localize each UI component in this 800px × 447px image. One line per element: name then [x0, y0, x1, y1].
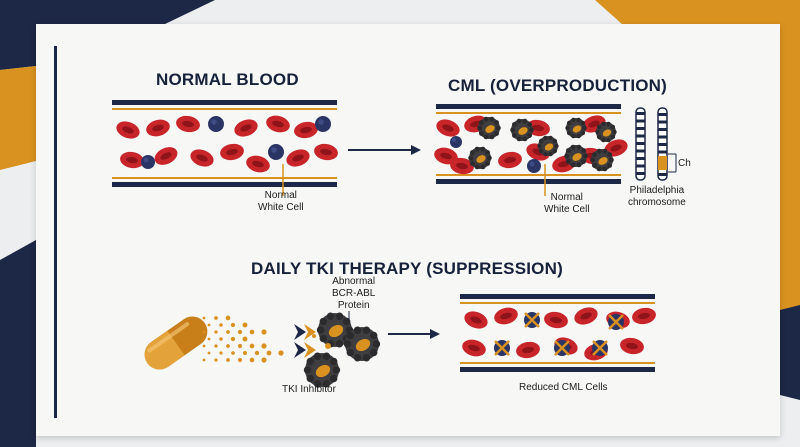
red-blood-cell	[620, 337, 644, 355]
suppressed-cml-cell	[494, 340, 510, 356]
cml-cell	[537, 135, 559, 157]
philadelphia-chromosome-icon	[635, 107, 677, 181]
bcr-abl-protein-label: Abnormal BCR-ABL Protein	[332, 276, 375, 312]
cml-label-line2: White Cell	[544, 204, 590, 215]
suppressed-cml-cell	[524, 312, 540, 328]
white-blood-cell	[450, 136, 462, 148]
red-blood-cell	[286, 149, 310, 167]
red-blood-cell	[574, 307, 598, 325]
normal-label-line1: Normal	[264, 190, 297, 201]
infographic-board: NORMAL BLOOD CML (OVERPRODUCTION) DAILY …	[36, 24, 780, 436]
red-blood-cell	[450, 157, 474, 175]
red-blood-cell	[120, 151, 144, 169]
cml-cell	[510, 118, 534, 142]
protein-label-line2: BCR-ABL	[332, 288, 376, 299]
red-blood-cell	[498, 151, 522, 169]
protein-label-line1: Abnormal	[332, 276, 376, 287]
cml-white-cell-label: Normal White Cell	[544, 192, 590, 216]
red-blood-cell	[220, 143, 244, 161]
red-blood-cell	[314, 143, 338, 161]
chromosome-label-line2: chromosome	[628, 197, 686, 208]
red-blood-cell	[544, 311, 568, 329]
red-blood-cell	[116, 121, 140, 139]
cml-label-line1: Normal	[550, 192, 583, 203]
red-blood-cell	[176, 115, 200, 133]
red-blood-cell	[294, 121, 318, 139]
drug-particles	[202, 315, 284, 363]
cml-cell	[477, 116, 501, 140]
red-blood-cell	[494, 307, 518, 325]
left-rule	[54, 46, 57, 418]
cml-cell	[468, 146, 492, 170]
red-blood-cell	[434, 147, 458, 165]
therapy-title: DAILY TKI THERAPY (SUPPRESSION)	[251, 259, 563, 278]
red-blood-cell	[436, 119, 460, 137]
bcr-abl-cells	[303, 312, 381, 388]
protein-label-line3: Protein	[337, 300, 370, 311]
white-blood-cell	[141, 155, 155, 169]
red-blood-cell	[246, 155, 270, 173]
normal-blood-vessel	[112, 100, 338, 187]
cml-cell	[343, 326, 381, 362]
philadelphia-chromosome-label: Philadelphia chromosome	[628, 185, 686, 209]
chromosome-tag: Ch	[678, 158, 691, 169]
red-blood-cell	[190, 149, 214, 167]
cml-cell	[564, 144, 588, 168]
red-blood-cell	[462, 339, 486, 357]
red-blood-cell	[632, 307, 656, 325]
suppressed-cml-cell	[608, 314, 624, 330]
diagram-canvas	[112, 100, 677, 388]
arrow-normal-to-cml	[348, 145, 421, 155]
cml-blood-vessel	[434, 104, 628, 184]
white-blood-cell	[208, 116, 224, 132]
chromosome-label-line1: Philadelphia	[629, 185, 685, 196]
red-blood-cell	[154, 147, 178, 165]
cml-cell	[316, 312, 354, 348]
red-blood-cell	[234, 119, 258, 137]
reduced-cml-vessel	[460, 294, 656, 372]
normal-label-line2: White Cell	[258, 202, 304, 213]
cml-cell	[303, 352, 341, 388]
arrow-therapy-to-result	[388, 329, 440, 339]
reduced-cml-label: Reduced CML Cells	[519, 382, 608, 393]
normal-blood-title: NORMAL BLOOD	[156, 70, 299, 89]
red-blood-cell	[146, 119, 170, 137]
suppressed-cml-cell	[554, 340, 570, 356]
cml-cell	[595, 121, 617, 143]
red-blood-cell	[266, 115, 290, 133]
cml-title: CML (OVERPRODUCTION)	[448, 76, 668, 95]
red-blood-cell	[516, 341, 540, 359]
white-blood-cell	[527, 159, 541, 173]
cml-cell	[565, 117, 587, 139]
white-blood-cell	[268, 144, 284, 160]
white-blood-cell	[315, 116, 331, 132]
pill-icon	[144, 316, 208, 370]
cml-cell	[590, 148, 614, 172]
red-blood-cell	[464, 311, 488, 329]
tki-inhibitor-label: TKI Inhibitor	[282, 384, 336, 395]
suppressed-cml-cell	[592, 340, 608, 356]
normal-white-cell-label: Normal White Cell	[258, 190, 304, 214]
